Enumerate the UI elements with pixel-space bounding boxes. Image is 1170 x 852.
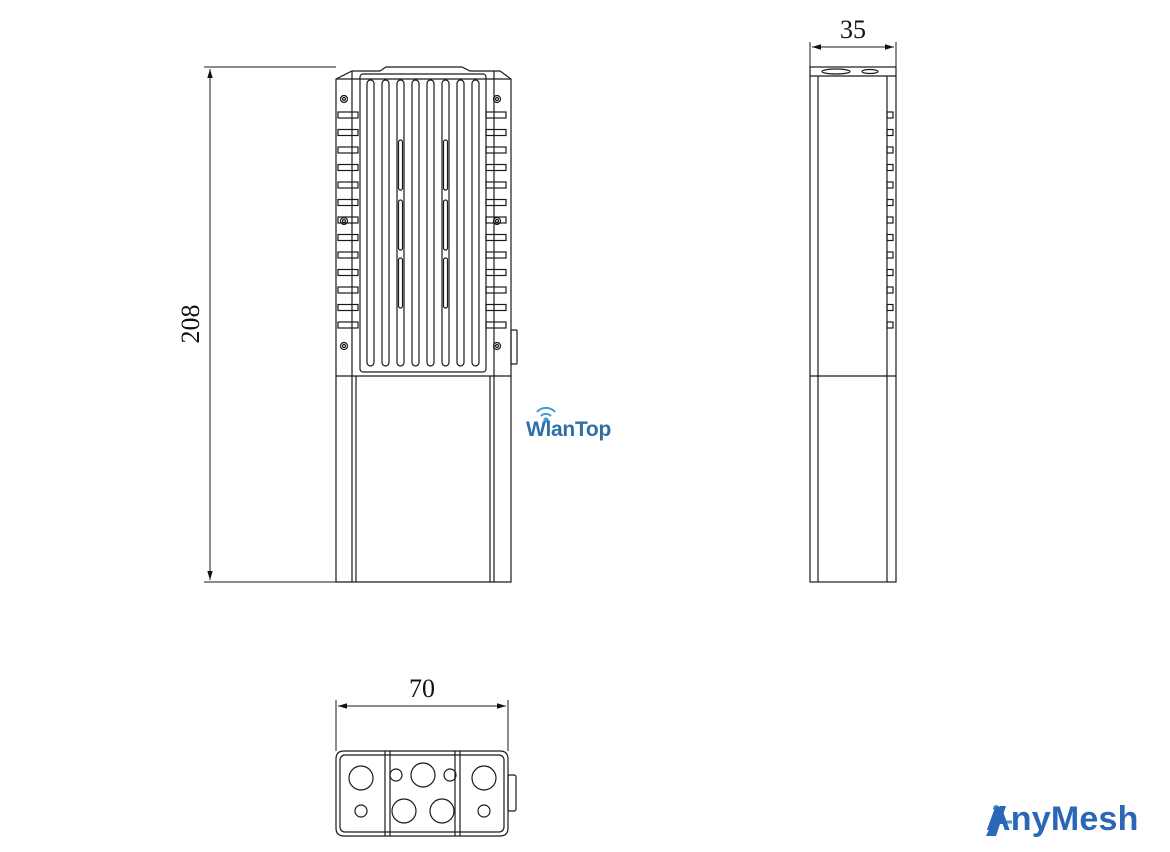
side-rib	[886, 233, 894, 242]
screw	[492, 341, 502, 351]
screw-center	[494, 96, 500, 102]
bottom-view	[335, 750, 517, 837]
side-view	[809, 66, 897, 583]
heat-rib-right	[485, 181, 507, 189]
screw-center	[341, 218, 347, 224]
screw	[339, 94, 349, 104]
anymesh-logo: AnyMesh	[986, 800, 1139, 838]
screw-center	[341, 96, 347, 102]
screw-center	[494, 218, 500, 224]
heat-rib-right	[485, 268, 507, 277]
heat-rib-right	[485, 233, 507, 242]
vent-slot-inner	[442, 199, 449, 251]
side-rib	[886, 321, 894, 329]
side-rib	[886, 251, 894, 259]
heat-rib-left	[337, 198, 359, 207]
bottom-side-connector	[507, 774, 517, 812]
screw	[339, 216, 349, 226]
wifi-signal-icon	[536, 406, 556, 423]
screw	[339, 341, 349, 351]
heat-rib-right	[485, 251, 507, 259]
heat-rib-right	[485, 216, 507, 224]
vent-slot	[471, 79, 480, 367]
heat-rib-left	[337, 321, 359, 329]
heat-rib-left	[337, 216, 359, 224]
front-view	[335, 66, 518, 583]
screw	[492, 94, 502, 104]
side-rib	[886, 163, 894, 172]
side-rib	[886, 146, 894, 154]
heat-rib-left	[337, 111, 359, 119]
side-rib	[886, 181, 894, 189]
height-label: 208	[176, 305, 205, 344]
side-rib	[886, 111, 894, 119]
heat-rib-left	[337, 128, 359, 137]
width-label: 70	[409, 674, 435, 703]
heat-rib-left	[337, 163, 359, 172]
front-view-outline	[335, 66, 512, 583]
side-rib	[886, 198, 894, 207]
heat-rib-right	[485, 286, 507, 294]
vent-slot	[456, 79, 465, 367]
bottom-view-outline	[335, 750, 509, 837]
port-hole	[477, 804, 491, 818]
heat-rib-left	[337, 286, 359, 294]
vent-slot	[381, 79, 390, 367]
port-hole	[348, 765, 374, 791]
heat-rib-right	[485, 111, 507, 119]
height-dimension	[204, 66, 336, 583]
vent-slot	[366, 79, 375, 367]
vent-slot	[396, 79, 405, 367]
side-rib	[886, 303, 894, 312]
side-connector	[510, 329, 518, 365]
width-dimension	[335, 700, 509, 751]
port-hole	[391, 798, 417, 824]
port-hole	[443, 768, 457, 782]
heat-rib-left	[337, 251, 359, 259]
side-rib	[886, 128, 894, 137]
port-hole	[389, 768, 403, 782]
port-hole	[410, 762, 436, 788]
depth-dimension	[809, 42, 897, 67]
heat-rib-right	[485, 163, 507, 172]
vent-slot	[426, 79, 435, 367]
wlantop-logo: WlanTop	[526, 418, 611, 441]
heat-rib-left	[337, 146, 359, 154]
heat-rib-left	[337, 303, 359, 312]
vent-slot-inner	[397, 199, 404, 251]
vent-slot	[411, 79, 420, 367]
heat-rib-right	[485, 198, 507, 207]
heat-rib-left	[337, 268, 359, 277]
port-hole	[471, 765, 497, 791]
depth-label: 35	[840, 15, 866, 44]
side-rib	[886, 286, 894, 294]
vent-slot-inner	[442, 257, 449, 309]
vent-slot-inner	[397, 257, 404, 309]
vent-slot-inner	[442, 139, 449, 191]
heat-rib-left	[337, 233, 359, 242]
heat-rib-right	[485, 303, 507, 312]
heat-rib-left	[337, 181, 359, 189]
heat-rib-right	[485, 128, 507, 137]
side-rib	[886, 268, 894, 277]
side-rib	[886, 216, 894, 224]
port-hole	[429, 798, 455, 824]
screw	[492, 216, 502, 226]
port-hole	[354, 804, 368, 818]
screw-center	[494, 343, 500, 349]
heat-rib-right	[485, 146, 507, 154]
vent-slot	[441, 79, 450, 367]
screw-center	[341, 343, 347, 349]
heat-rib-right	[485, 321, 507, 329]
vent-slot-inner	[397, 139, 404, 191]
anymesh-mark-icon	[986, 805, 1012, 836]
side-view-outline	[809, 66, 897, 583]
vent-panel	[359, 73, 487, 373]
